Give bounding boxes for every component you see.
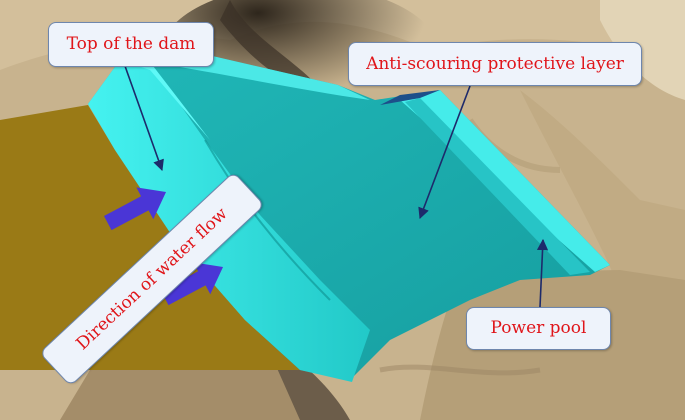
protective-layer-label: Anti-scouring protective layer (348, 42, 642, 86)
power-pool-label: Power pool (466, 307, 611, 350)
top-of-dam-label: Top of the dam (48, 22, 214, 67)
